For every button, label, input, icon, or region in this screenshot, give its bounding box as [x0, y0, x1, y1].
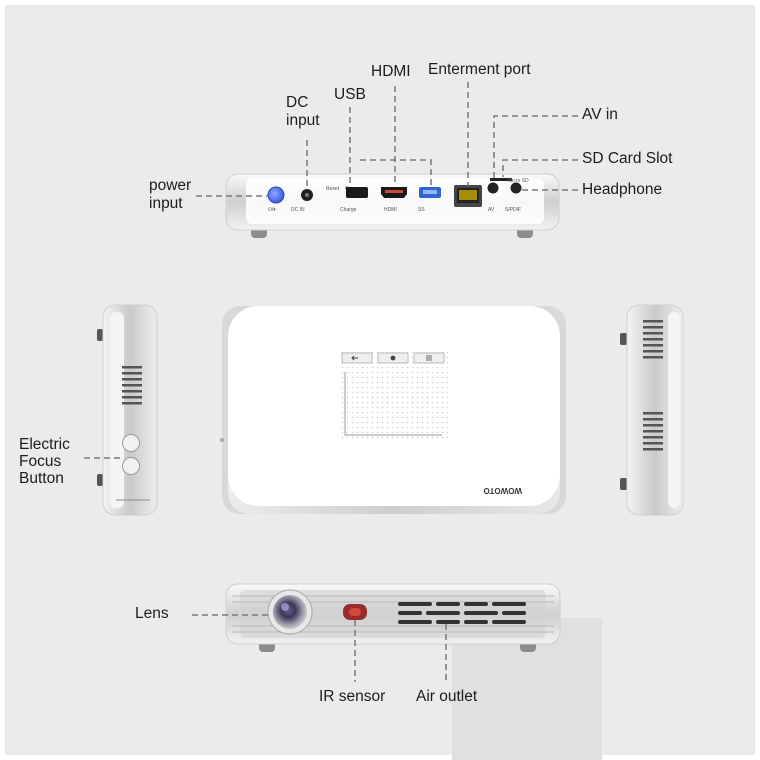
label-dc-input: DC input — [286, 94, 320, 129]
label-air-outlet: Air outlet — [416, 688, 478, 705]
port-label-reset: Reset — [326, 186, 340, 192]
rear-port-text: Reset ⏻/⏵ DC IN Charge HDMI SS AV S/PDIF… — [268, 178, 529, 213]
label-ir-sensor: IR sensor — [319, 688, 386, 705]
front-view-projector — [225, 583, 561, 652]
label-hdmi: HDMI — [371, 63, 411, 80]
callout-lines — [84, 82, 578, 682]
sd-slot — [490, 178, 512, 181]
headphone-jack — [510, 182, 522, 194]
label-ethernet-port: Enterment port — [428, 61, 531, 78]
label-power-input: power input — [149, 177, 192, 212]
port-label-spdif: S/PDIF — [505, 207, 521, 213]
label-av-in: AV in — [582, 106, 618, 123]
rear-view-projector — [225, 173, 560, 238]
focus-button-minus — [122, 457, 140, 475]
av-jack — [487, 182, 499, 194]
port-label-usb-charge: Charge — [340, 207, 357, 213]
label-electric-focus-button: Electric Focus Button — [19, 436, 70, 487]
focus-button-plus — [122, 434, 140, 452]
label-sd-card-slot: SD Card Slot — [582, 150, 673, 167]
label-headphone: Headphone — [582, 181, 663, 198]
port-label-hdmi: HDMI — [384, 207, 397, 213]
left-side-view — [97, 304, 158, 516]
port-label-av: AV — [488, 207, 495, 213]
port-label-power: ⏻/⏵ — [268, 207, 276, 213]
usb-port — [346, 187, 368, 198]
port-label-usb3: SS — [418, 207, 425, 213]
top-view-projector: WOWOTO — [220, 306, 566, 514]
right-side-view — [620, 304, 684, 516]
power-button — [267, 186, 285, 204]
label-usb: USB — [334, 86, 366, 103]
air-vent-grille — [398, 602, 526, 624]
brand-logo-text: WOWOTO — [483, 486, 522, 495]
port-label-dc: DC IN — [291, 207, 305, 213]
label-lens: Lens — [135, 605, 169, 622]
port-label-sd: Micro SD — [508, 178, 529, 184]
